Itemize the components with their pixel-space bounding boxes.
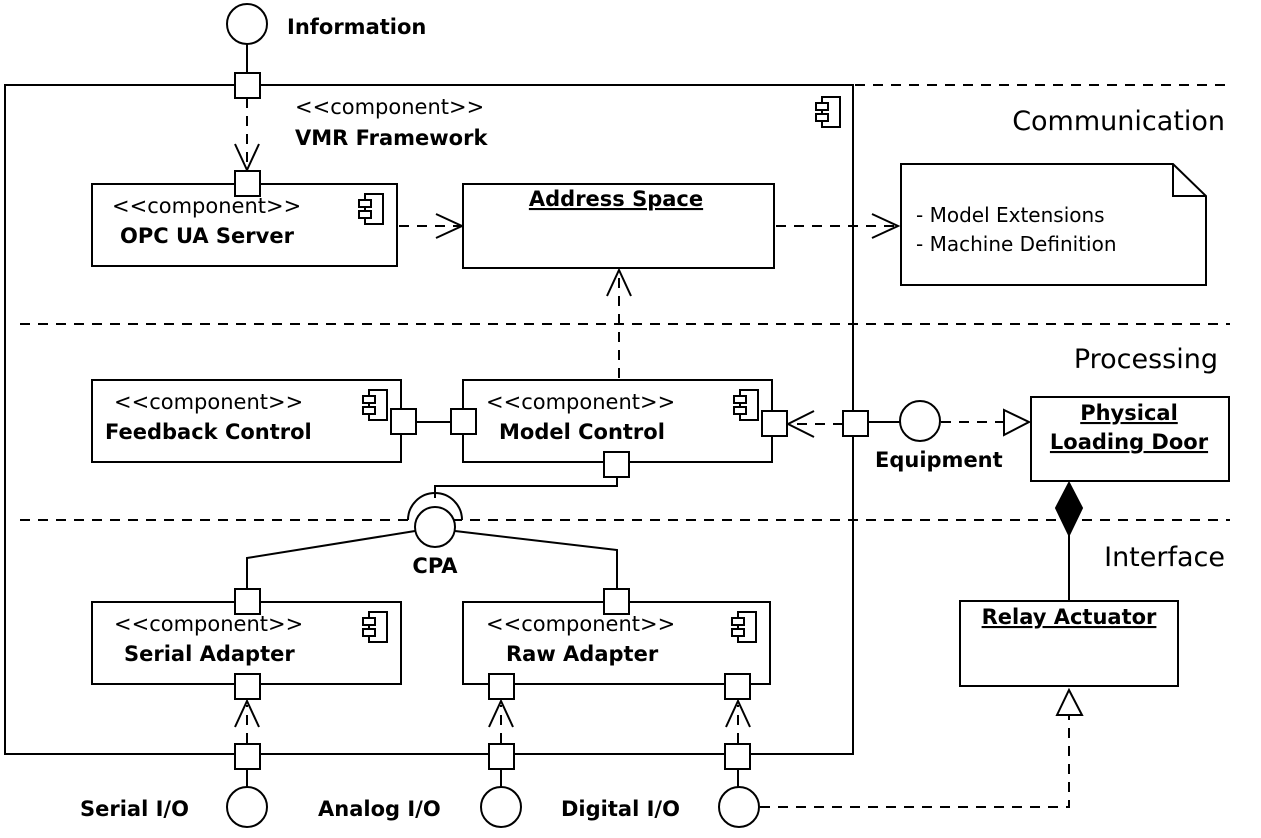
raw-adapter-component[interactable]: <<component>> Raw Adapter	[462, 601, 771, 685]
opc-port-top[interactable]	[234, 170, 261, 197]
lollipop-icon	[226, 3, 268, 45]
vmr-framework-component[interactable]: <<component>> VMR Framework	[4, 84, 854, 755]
raw-port-bottom-right[interactable]	[724, 673, 751, 700]
open-arrowhead-icon	[234, 698, 260, 728]
serial-port-bottom[interactable]	[234, 673, 261, 700]
cpa-interface[interactable]: CPA	[412, 506, 458, 578]
analog-io-label: Analog I/O	[318, 797, 441, 821]
hollow-triangle-icon	[1055, 687, 1084, 716]
layer-label-processing: Processing	[1074, 344, 1218, 375]
layer-label-interface: Interface	[1104, 542, 1225, 573]
stereotype-label: <<component>>	[114, 612, 303, 636]
component-name: OPC UA Server	[120, 224, 295, 248]
model-port-bottom[interactable]	[603, 451, 630, 478]
serial-io-interface[interactable]: Serial I/O	[80, 786, 268, 828]
hollow-triangle-icon	[1003, 408, 1032, 437]
digital-io-label: Digital I/O	[561, 797, 680, 821]
framework-stereotype: <<component>>	[295, 95, 484, 119]
equipment-interface[interactable]: Equipment	[875, 400, 1003, 472]
component-name: Serial Adapter	[124, 642, 295, 666]
layer-separators	[20, 84, 1230, 521]
lollipop-icon	[480, 786, 522, 828]
io-dependencies	[234, 698, 751, 743]
physical-loading-door-object[interactable]: Physical Loading Door	[1030, 396, 1230, 482]
raw-port-bottom-left[interactable]	[488, 673, 515, 700]
component-icon	[815, 96, 841, 128]
serial-io-label: Serial I/O	[80, 797, 189, 821]
feedback-control-component[interactable]: <<component>> Feedback Control	[91, 379, 402, 463]
note: - Model Extensions - Machine Definition	[900, 163, 1207, 286]
serial-port-top[interactable]	[234, 588, 261, 615]
open-arrowhead-icon	[488, 698, 514, 728]
open-arrowhead-icon	[785, 410, 815, 438]
socket-icon	[407, 492, 463, 521]
layer-label-communication: Communication	[1012, 106, 1225, 137]
open-arrowhead-icon	[871, 213, 901, 239]
relay-actuator-object[interactable]: Relay Actuator	[959, 600, 1179, 687]
object-name: Address Space	[529, 187, 703, 211]
information-label: Information	[287, 15, 426, 39]
raw-port-top[interactable]	[603, 588, 630, 615]
framework-port-right[interactable]	[842, 410, 869, 437]
model-port-right[interactable]	[761, 410, 788, 437]
framework-port-serial[interactable]	[234, 743, 261, 770]
note-line-2: - Machine Definition	[916, 232, 1117, 256]
component-name: Raw Adapter	[506, 642, 659, 666]
lollipop-icon	[718, 786, 760, 828]
stereotype-label: <<component>>	[114, 390, 303, 414]
digital-io-interface[interactable]: Digital I/O	[561, 786, 760, 828]
component-name: Model Control	[499, 420, 665, 444]
cpa-connector-serial	[246, 530, 416, 589]
open-arrowhead-icon	[606, 267, 632, 297]
framework-name: VMR Framework	[295, 126, 488, 150]
stereotype-label: <<component>>	[486, 612, 675, 636]
serial-adapter-component[interactable]: <<component>> Serial Adapter	[91, 601, 402, 685]
object-name-line-2: Loading Door	[1050, 430, 1209, 454]
feedback-port[interactable]	[390, 408, 417, 435]
framework-port-analog[interactable]	[488, 743, 515, 770]
address-space-object[interactable]: Address Space	[462, 183, 775, 269]
analog-io-interface[interactable]: Analog I/O	[318, 786, 522, 828]
open-arrowhead-icon	[725, 698, 751, 728]
model-port-left[interactable]	[450, 408, 477, 435]
note-line-1: - Model Extensions	[916, 203, 1105, 227]
object-name-line-1: Physical	[1080, 401, 1178, 425]
information-interface[interactable]: Information	[226, 3, 426, 73]
component-name: Feedback Control	[105, 420, 312, 444]
model-control-component[interactable]: <<component>> Model Control	[462, 379, 773, 463]
realization-arrow	[760, 716, 1070, 808]
lollipop-icon	[899, 400, 941, 442]
object-name: Relay Actuator	[982, 605, 1157, 629]
stereotype-label: <<component>>	[486, 390, 675, 414]
framework-port-top[interactable]	[234, 72, 261, 99]
opc-ua-server-component[interactable]: <<component>> OPC UA Server	[91, 183, 398, 267]
composition-diamond-icon	[1054, 480, 1084, 538]
lollipop-icon	[414, 506, 456, 548]
framework-port-digital[interactable]	[724, 743, 751, 770]
equipment-label: Equipment	[875, 448, 1003, 472]
cpa-connector-raw	[454, 530, 618, 589]
assembly-connector	[434, 477, 618, 498]
stereotype-label: <<component>>	[112, 194, 301, 218]
cpa-label: CPA	[412, 554, 458, 578]
lollipop-icon	[226, 786, 268, 828]
